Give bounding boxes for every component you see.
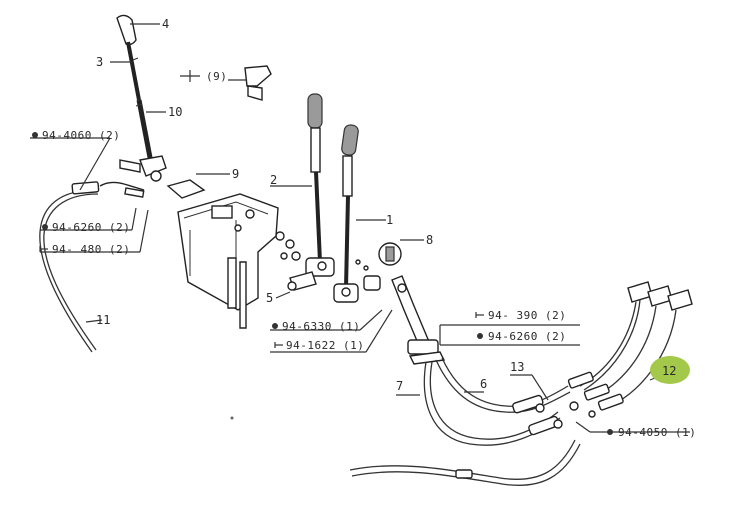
callout-2: 2 — [270, 173, 277, 187]
callout-5: 5 — [266, 291, 273, 305]
ref-94-4050: 94-4050 (1) — [618, 426, 696, 439]
lever-shaft-3 — [126, 41, 141, 101]
part-8-circle — [378, 242, 402, 266]
bolt-symbol — [274, 342, 283, 348]
leader-lines — [30, 23, 690, 433]
part-9-top — [180, 65, 272, 101]
callout-1: 1 — [386, 213, 393, 227]
nut-symbol — [32, 132, 38, 138]
bolt-symbol — [39, 246, 48, 252]
callout-7: 7 — [396, 379, 403, 393]
ref-94-6260-right: 94-6260 (2) — [488, 330, 566, 343]
ref-94-6260-left: 94-6260 (2) — [52, 221, 130, 234]
bolt-symbol — [475, 312, 484, 318]
callout-10: 10 — [168, 105, 182, 119]
callout-13: 13 — [510, 360, 524, 374]
cable-6 — [435, 359, 571, 413]
callout-12: 12 — [662, 364, 676, 378]
callout-8: 8 — [426, 233, 433, 247]
callout-11: 11 — [96, 313, 110, 327]
left-lever-assembly — [99, 14, 167, 198]
callout-4: 4 — [162, 17, 169, 31]
nut-symbol — [607, 429, 613, 435]
callout-9: 9 — [232, 167, 239, 181]
nut-symbol — [477, 333, 483, 339]
bracket-box — [166, 179, 301, 329]
ref-9: (9) — [206, 70, 227, 83]
centre-levers — [287, 93, 381, 303]
callout-3: 3 — [96, 55, 103, 69]
callout-6: 6 — [480, 377, 487, 391]
ref-94-1622: 94-1622 (1) — [286, 339, 364, 352]
ref-94-4060: 94-4060 (2) — [42, 129, 120, 142]
ref-94-6330: 94-6330 (1) — [282, 320, 360, 333]
right-cables-12 — [567, 281, 693, 418]
nut-symbol — [272, 323, 278, 329]
callout-12-highlight: 12 — [650, 356, 690, 384]
cable-11 — [39, 189, 97, 353]
ref-94-480: 94- 480 (2) — [52, 243, 130, 256]
linkage-6-7 — [349, 275, 581, 486]
ref-94-390: 94- 390 (2) — [488, 309, 566, 322]
lever-knob-4 — [116, 14, 137, 46]
nut-symbol — [42, 224, 48, 230]
